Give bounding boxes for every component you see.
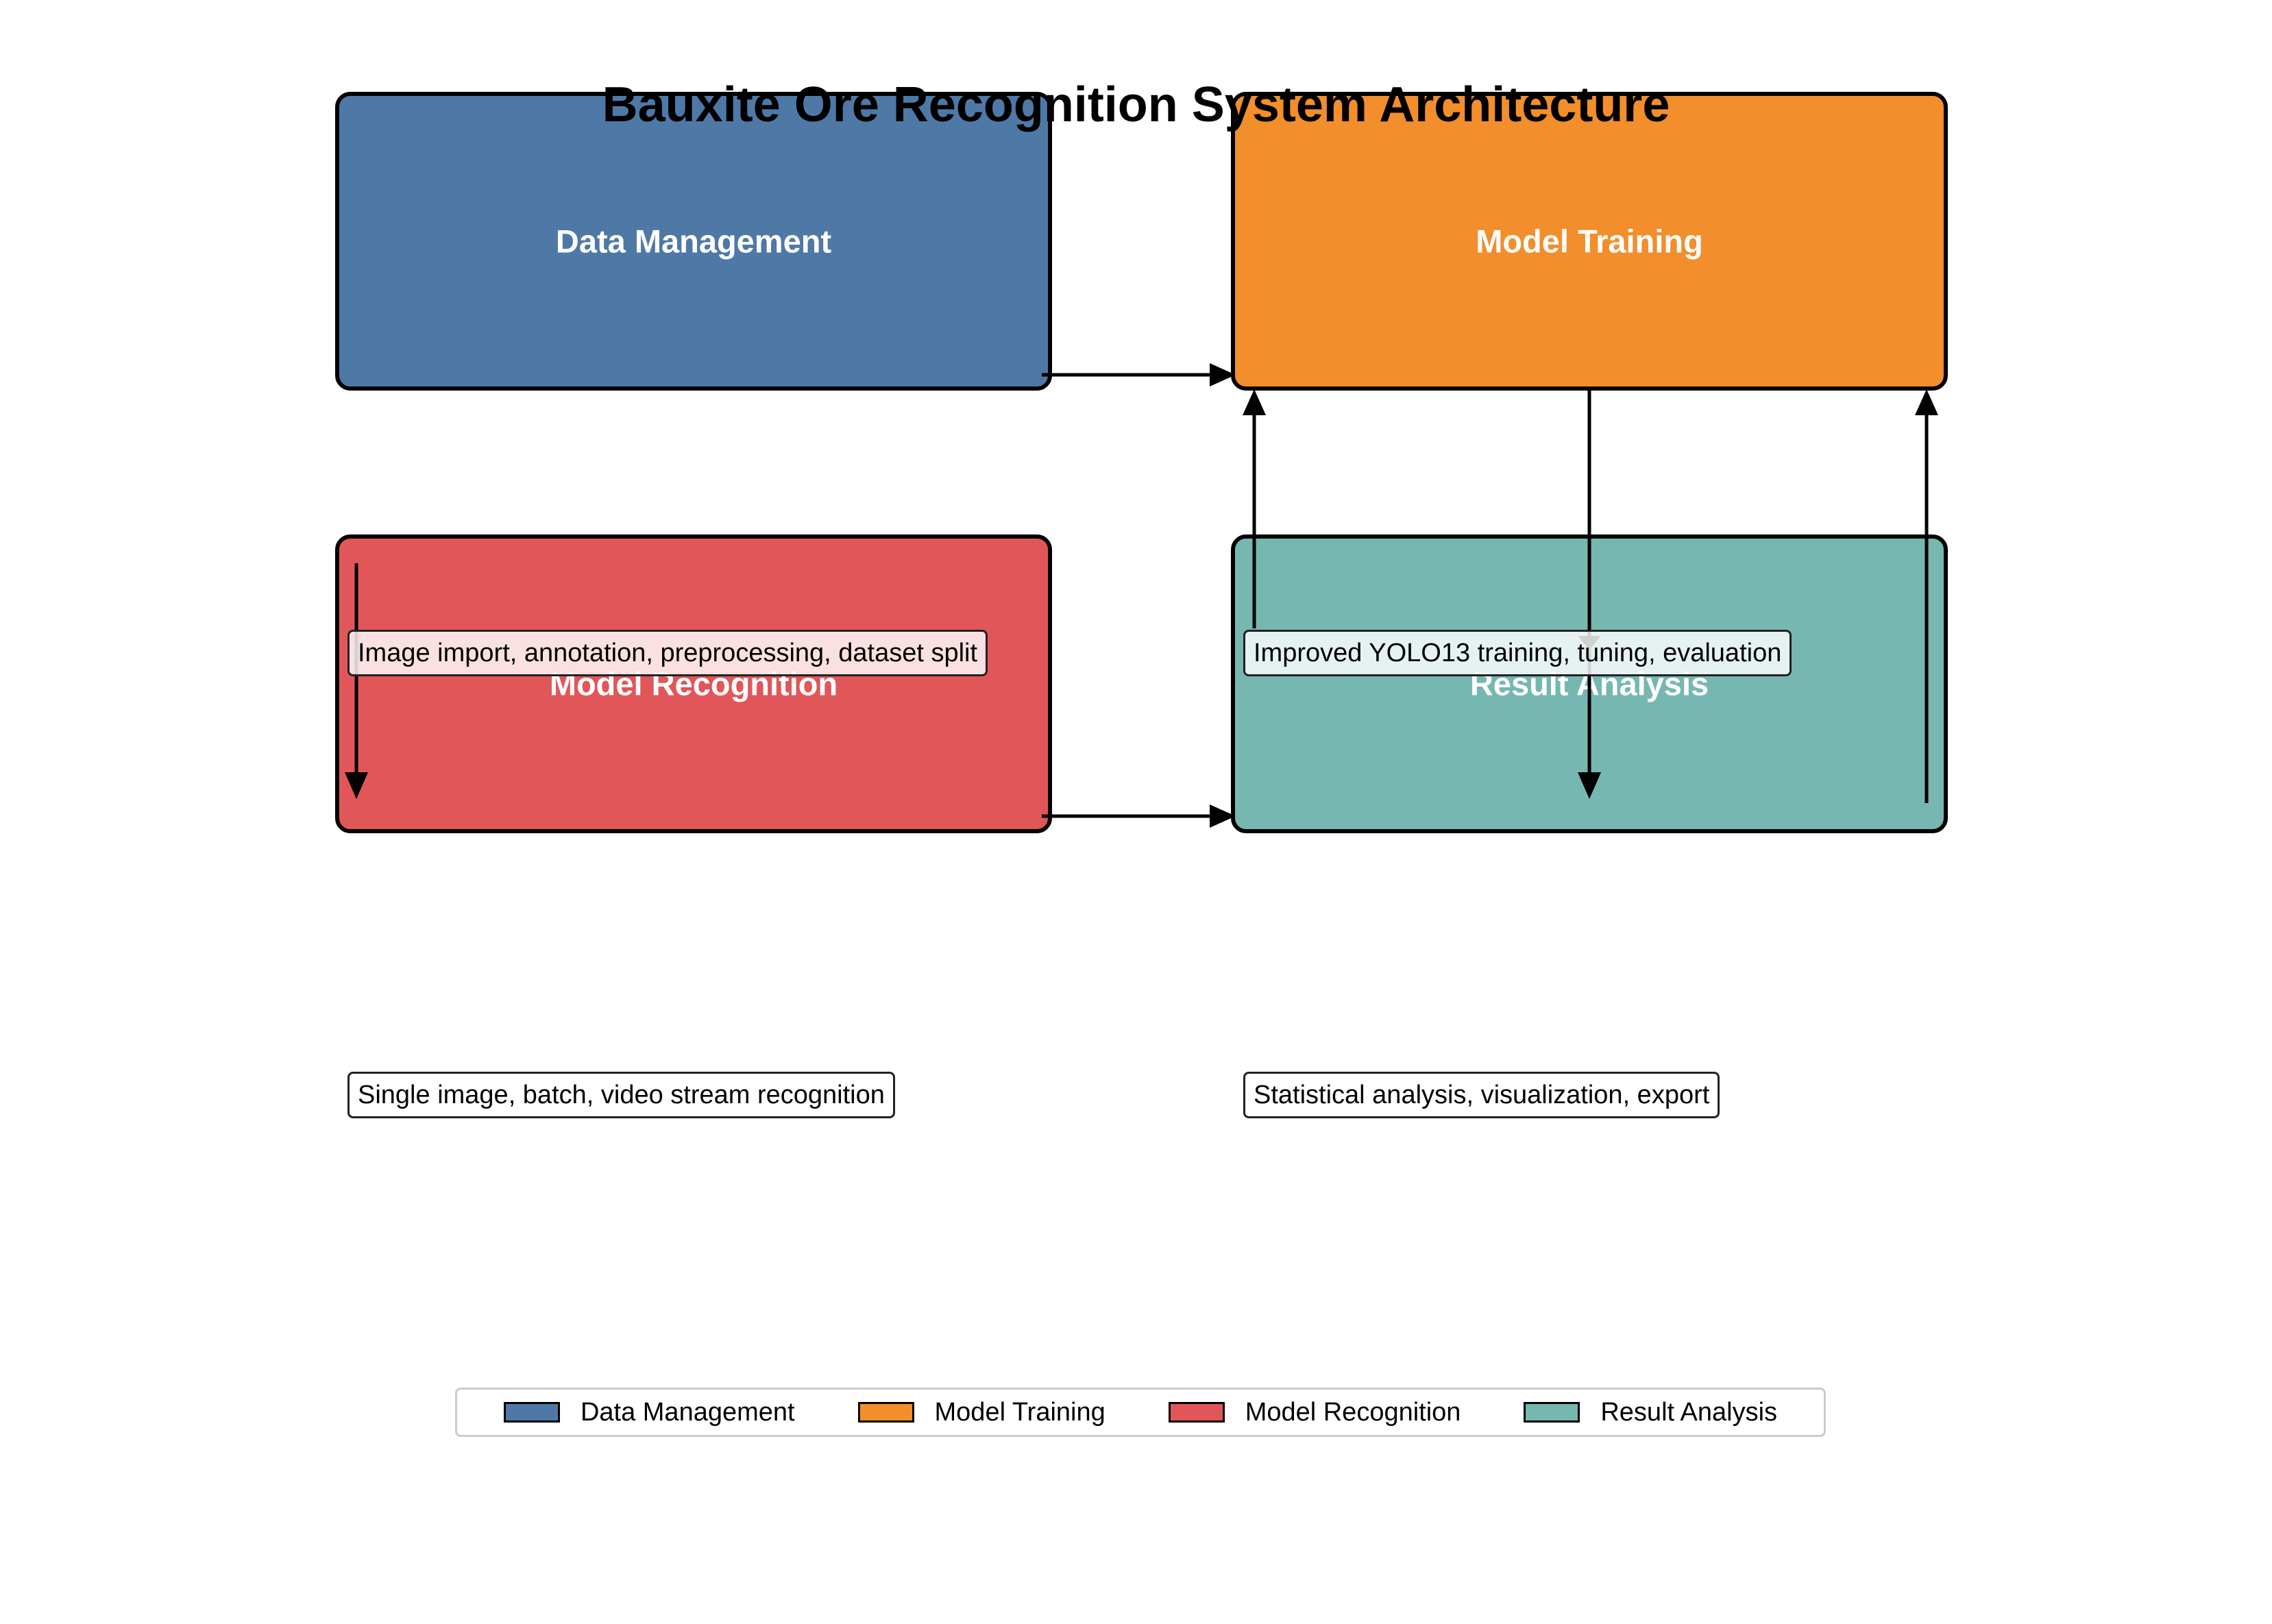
legend-swatch (1168, 1402, 1225, 1423)
model-recognition-description: Single image, batch, video stream recogn… (347, 1072, 895, 1118)
model-training-box: Model Training (1231, 92, 1948, 391)
model-recognition-box: Model Recognition (335, 534, 1052, 833)
data-management-label: Data Management (555, 223, 832, 260)
arrowhead-ra-to-mt-left (1243, 389, 1266, 415)
legend-item-model-training: Model Training (857, 1397, 1106, 1427)
legend-swatch (503, 1402, 560, 1423)
diagram-title: Bauxite Ore Recognition System Architect… (602, 77, 1670, 132)
legend: Data Management Model Training Model Rec… (455, 1388, 1826, 1437)
legend-label: Model Recognition (1245, 1397, 1461, 1427)
result-analysis-description: Statistical analysis, visualization, exp… (1243, 1072, 1720, 1118)
data-management-box: Data Management (335, 92, 1052, 391)
legend-item-result-analysis: Result Analysis (1524, 1398, 1777, 1427)
data-management-description: Image import, annotation, preprocessing,… (347, 630, 988, 676)
legend-label: Model Training (934, 1397, 1106, 1427)
legend-swatch (1524, 1402, 1580, 1423)
result-analysis-box: Result Analysis (1231, 534, 1948, 833)
legend-item-data-management: Data Management (503, 1397, 795, 1427)
legend-label: Data Management (580, 1397, 795, 1427)
legend-label: Result Analysis (1600, 1397, 1778, 1427)
arrowhead-ra-to-mt-right (1915, 389, 1938, 415)
legend-swatch (857, 1402, 914, 1423)
model-training-label: Model Training (1476, 223, 1703, 260)
legend-item-model-recognition: Model Recognition (1168, 1397, 1461, 1427)
model-training-description: Improved YOLO13 training, tuning, evalua… (1243, 630, 1792, 676)
